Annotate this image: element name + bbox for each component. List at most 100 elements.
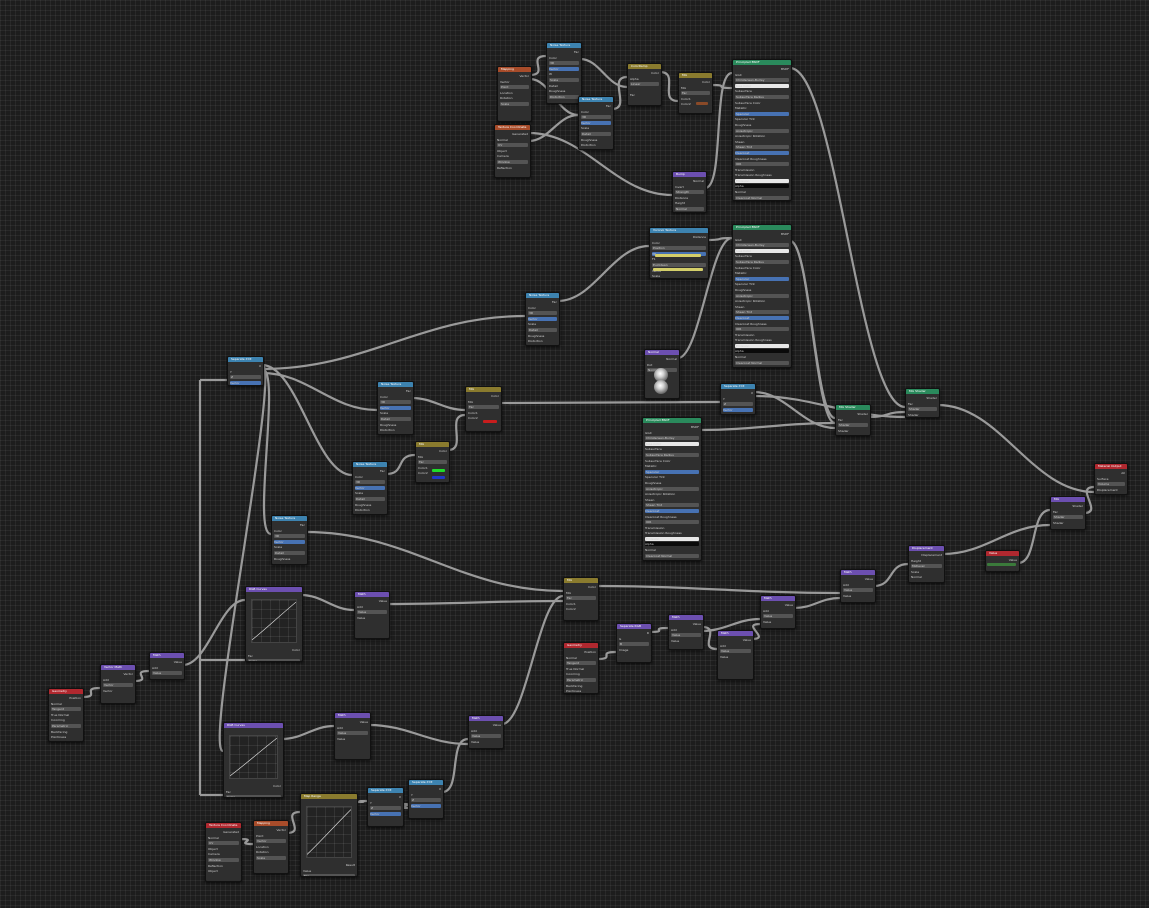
node-socket-row[interactable]: Parametric [51, 723, 81, 728]
node-header[interactable]: Mix [679, 73, 712, 78]
node-socket-row[interactable]: Color [380, 394, 388, 399]
node-socket-row[interactable]: Incoming [51, 718, 65, 723]
node-link[interactable] [528, 131, 673, 197]
node-header[interactable]: Separate XYZ [721, 384, 755, 389]
node-header[interactable]: Separate XYZ [409, 780, 443, 785]
node-socket-row[interactable]: Fac [574, 50, 579, 54]
node-socket-row[interactable]: Shader [857, 412, 868, 416]
node-link[interactable] [441, 737, 469, 794]
node-socket-row[interactable]: Subsurface [645, 447, 662, 452]
node-header[interactable]: Principled BSDF [733, 60, 791, 65]
node-socket-row[interactable]: Rotation [256, 850, 269, 855]
node-socket-row[interactable]: Fac [406, 389, 411, 393]
node-socket-row[interactable]: Clearcoat Normal [645, 553, 699, 558]
node-socket-row[interactable]: Color1 [418, 465, 428, 470]
node-header[interactable]: Noise Texture [547, 43, 581, 48]
node-socket-row[interactable]: Fac [468, 405, 499, 410]
node-socket-row[interactable]: Value [843, 593, 852, 598]
node-header[interactable]: Mix [1051, 497, 1085, 502]
node-socket-row[interactable]: Scale [911, 569, 920, 574]
node-link[interactable] [793, 596, 841, 610]
node-link[interactable] [286, 810, 301, 835]
node-socket-row[interactable]: Distortion [528, 339, 543, 344]
node-socket-row[interactable]: Specular Tint [735, 117, 755, 122]
node-link[interactable] [1017, 508, 1051, 565]
node-socket-row[interactable]: Backfacing [566, 683, 583, 688]
node-socket-row[interactable]: IOR [645, 520, 699, 525]
node-socket-row[interactable]: Specular [735, 276, 789, 281]
node-header[interactable]: Bump [673, 172, 706, 177]
node-socket-row[interactable]: Point [500, 85, 529, 90]
node-link[interactable] [261, 371, 378, 412]
node-socket-row[interactable]: Detail [528, 327, 557, 332]
node-socket-row[interactable]: Metallic [735, 106, 747, 111]
node-socket-row[interactable]: F1 [652, 257, 656, 262]
node-socket-row[interactable]: Christensen-Burley [735, 78, 789, 83]
node-header[interactable]: Noise Texture [378, 382, 413, 387]
node-socket-row[interactable]: Color1 [566, 601, 576, 606]
node-socket-row[interactable]: Vector [274, 539, 305, 544]
node-socket-row[interactable]: Fac [630, 93, 635, 98]
node-socket-row[interactable]: Anisotropic [735, 293, 789, 298]
node-socket-row[interactable]: Scale [500, 101, 529, 106]
node-socket-row[interactable]: Window [497, 159, 528, 164]
node-socket-row[interactable]: Vector [500, 79, 510, 84]
node-socket-row[interactable]: Distortion [549, 94, 579, 99]
node-link[interactable] [300, 593, 355, 612]
node-socket-row[interactable]: Base Color [645, 441, 699, 446]
node-socket-row[interactable]: Shader [926, 396, 937, 400]
node-socket-row[interactable]: Volume [1097, 482, 1125, 487]
node-socket-row[interactable]: Normal [497, 137, 508, 142]
node-socket-row[interactable]: Object [497, 148, 507, 153]
node-socket-row[interactable]: Specular Tint [645, 475, 665, 480]
node-socket-row[interactable]: Subsurface Radius [735, 259, 789, 264]
node-socket-row[interactable]: Color [581, 109, 589, 114]
node-header[interactable]: Mix Shader [836, 405, 870, 410]
node-socket-row[interactable]: Subsurface Color [645, 458, 671, 463]
node-socket-row[interactable]: Color [651, 71, 659, 75]
node-link[interactable] [873, 562, 909, 588]
node-socket-row[interactable]: Scale [256, 855, 286, 860]
node-socket-row[interactable]: Normal [911, 575, 922, 580]
node-socket-row[interactable]: Midlevel [911, 564, 942, 569]
node-socket-row[interactable]: X [438, 787, 441, 791]
node-socket-row[interactable]: Scale [549, 77, 579, 82]
node-socket-row[interactable]: Color2 [468, 416, 478, 421]
node-link[interactable] [368, 723, 469, 746]
node-socket-row[interactable]: Camera [208, 852, 220, 857]
node-socket-row[interactable]: GGX [735, 237, 742, 242]
node-socket-row[interactable]: GGX [735, 72, 742, 77]
node-header[interactable]: Material Output [1095, 464, 1127, 469]
node-socket-row[interactable]: Emission [645, 536, 699, 541]
node-link[interactable] [261, 367, 272, 536]
node-socket-row[interactable]: R [646, 631, 649, 635]
node-socket-row[interactable]: Color [292, 648, 300, 652]
node-socket-row[interactable]: Fac [300, 523, 305, 527]
node-socket-row[interactable]: G [619, 636, 622, 641]
node-socket-row[interactable]: Fac [380, 469, 385, 473]
node-socket-row[interactable]: Value [173, 660, 182, 664]
node-socket-row[interactable]: Roughness [355, 502, 372, 507]
node-socket-row[interactable]: Position [652, 246, 706, 251]
node-link[interactable] [529, 54, 547, 77]
node-socket-row[interactable]: Shader [838, 428, 849, 433]
node-socket-row[interactable]: Value [1008, 558, 1017, 562]
node-socket-row[interactable]: Value [671, 638, 680, 643]
node-socket-row[interactable]: Anisotropic Rotation [645, 492, 676, 497]
node-socket-row[interactable]: Vector [581, 120, 611, 125]
node-socket-row[interactable]: Distortion [581, 143, 596, 148]
node-link[interactable] [355, 799, 368, 804]
node-link[interactable] [789, 66, 906, 409]
node-link[interactable] [387, 599, 564, 606]
node-socket-row[interactable]: Color2 [681, 102, 691, 107]
node-socket-row[interactable]: Reflection [208, 863, 223, 868]
node-socket-row[interactable]: Fac [908, 401, 913, 406]
node-socket-row[interactable]: Vector [276, 828, 286, 832]
node-socket-row[interactable]: Normal [735, 190, 746, 195]
